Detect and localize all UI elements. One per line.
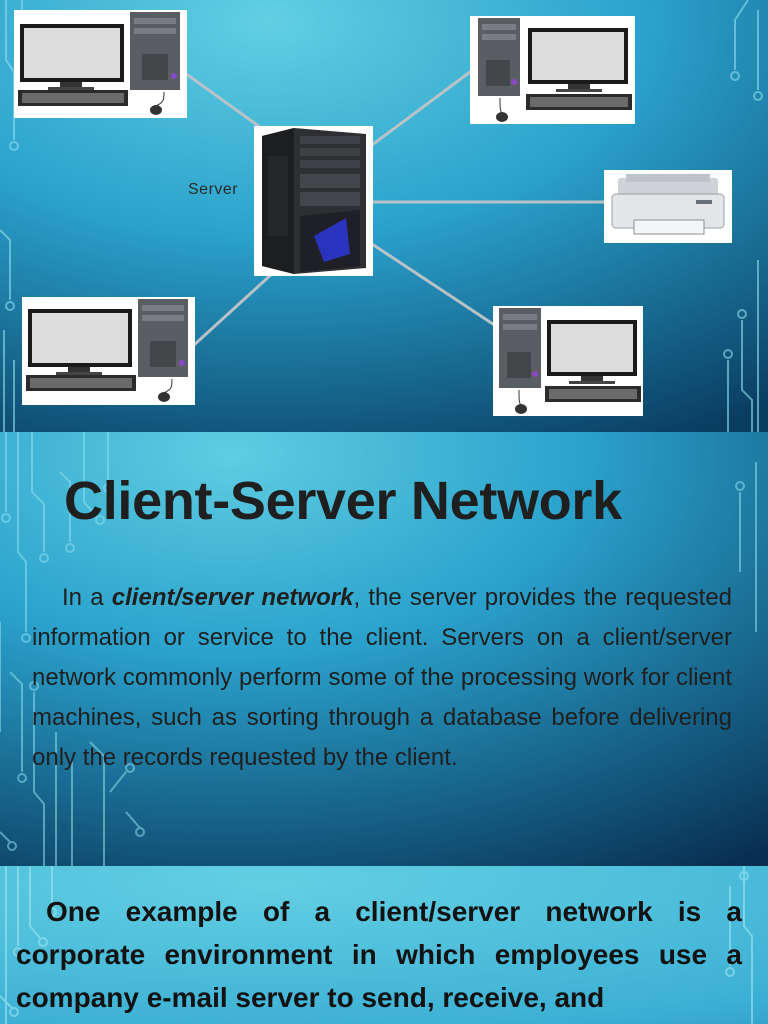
client-server-slide: Client-Server Network In a client/server… [0,432,768,866]
paragraph-prefix: In a [62,584,112,611]
desktop-computer-icon [499,308,641,414]
body-paragraph: In a client/server network, the server p… [32,578,732,778]
slide-background [0,432,768,866]
circuit-pattern [0,432,757,866]
paragraph-text: , the server provides the requested info… [32,584,733,771]
server-tower [254,126,373,276]
server-icon [262,128,366,274]
client-computer-top-right [470,16,635,124]
client-computer-bottom-left [22,297,195,405]
client-computer-top-left [14,10,187,118]
circuit-pattern [0,866,753,1024]
client-computer-bottom-right [493,306,643,416]
desktop-computer-icon [478,18,632,122]
diagram-slide: Server [0,0,768,432]
desktop-computer-icon [18,12,180,115]
desktop-computer-icon [26,299,188,402]
network-printer [604,170,732,243]
example-slide: One example of a client/server network i… [0,866,768,1024]
printer-icon [611,174,725,235]
example-text: One example of a client/server network i… [16,896,742,1013]
example-paragraph: One example of a client/server network i… [16,890,742,1019]
slide-title: Client-Server Network [64,471,622,531]
slide-background [0,866,768,1024]
key-term: client/server network [111,584,354,611]
server-label: Server [188,181,239,198]
circuit-pattern [0,0,763,432]
